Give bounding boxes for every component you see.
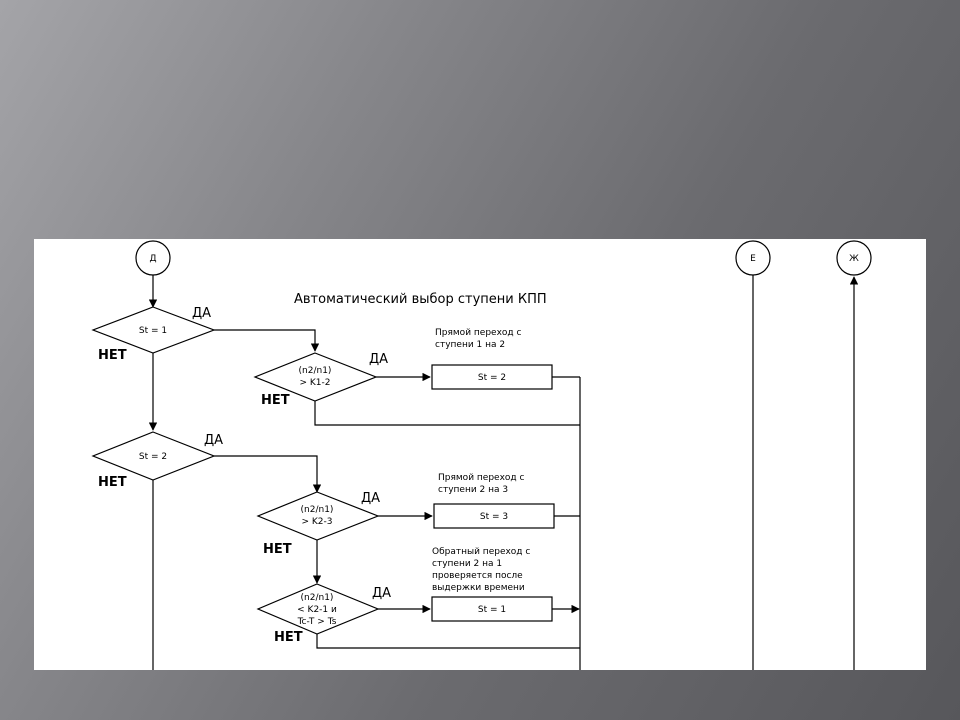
decision-st1: St = 1	[91, 306, 216, 354]
decision-st2-label: St = 2	[139, 452, 167, 462]
decision-st1-label: St = 1	[139, 326, 167, 336]
connector-zh-label: Ж	[849, 254, 859, 264]
flow-lines	[148, 275, 859, 670]
st1-no-label: НЕТ	[98, 348, 127, 363]
decision-ratio-23-line1: (n2/n1)	[301, 505, 334, 515]
action-set-st2-label: St = 2	[478, 373, 506, 383]
decision-ratio-12-line2: > K1-2	[299, 378, 330, 388]
decision-ratio-21-line2: < K2-1 и	[297, 605, 337, 615]
note-down-21-line2: ступени 2 на 1	[432, 559, 502, 569]
ratio23-yes-label: ДА	[361, 491, 380, 506]
note-up-23-line2: ступени 2 на 3	[438, 485, 508, 495]
connector-zh: Ж	[836, 240, 872, 276]
st2-yes-label: ДА	[204, 433, 223, 448]
ratio23-no-label: НЕТ	[263, 542, 292, 557]
note-up-12-line2: ступени 1 на 2	[435, 340, 505, 350]
decision-ratio-12-line1: (n2/n1)	[299, 366, 332, 376]
decision-ratio-23: (n2/n1) > K2-3	[256, 491, 380, 541]
ratio21-yes-label: ДА	[372, 586, 391, 601]
decision-ratio-21: (n2/n1) < K2-1 и Tc-T > Ts	[256, 583, 380, 635]
action-set-st3: St = 3	[433, 503, 555, 529]
st1-yes-label: ДА	[192, 306, 211, 321]
note-down-21-line4: выдержки времени	[432, 583, 525, 593]
ratio12-yes-label: ДА	[369, 352, 388, 367]
decision-ratio-21-line3: Tc-T > Ts	[297, 617, 337, 627]
note-down-21-line3: проверяется после	[432, 571, 523, 581]
st2-no-label: НЕТ	[98, 475, 127, 490]
flowchart-diagram: Автоматический выбор ступени КПП Д Е Ж	[91, 240, 872, 670]
action-set-st1-label: St = 1	[478, 605, 506, 615]
diagram-title: Автоматический выбор ступени КПП	[294, 292, 547, 307]
note-up-12-line1: Прямой переход с	[435, 328, 521, 338]
flowchart-panel: Автоматический выбор ступени КПП Д Е Ж	[34, 239, 926, 670]
action-set-st1: St = 1	[431, 596, 553, 622]
ratio12-no-label: НЕТ	[261, 393, 290, 408]
connector-e: Е	[735, 240, 771, 276]
decision-ratio-21-line1: (n2/n1)	[301, 593, 334, 603]
note-up-12: Прямой переход с ступени 1 на 2	[435, 328, 521, 350]
action-set-st3-label: St = 3	[480, 512, 508, 522]
note-down-21-line1: Обратный переход с	[432, 547, 530, 557]
ratio21-no-label: НЕТ	[274, 630, 303, 645]
action-set-st2: St = 2	[431, 364, 553, 390]
decision-st2: St = 2	[91, 431, 216, 481]
decision-ratio-23-line2: > K2-3	[301, 517, 332, 527]
connector-d: Д	[135, 240, 171, 276]
note-up-23-line1: Прямой переход с	[438, 473, 524, 483]
connector-d-label: Д	[149, 254, 156, 264]
connector-e-label: Е	[750, 254, 756, 264]
decision-ratio-12: (n2/n1) > K1-2	[253, 352, 378, 402]
note-up-23: Прямой переход с ступени 2 на 3	[438, 473, 524, 495]
note-down-21: Обратный переход с ступени 2 на 1 провер…	[432, 547, 530, 593]
